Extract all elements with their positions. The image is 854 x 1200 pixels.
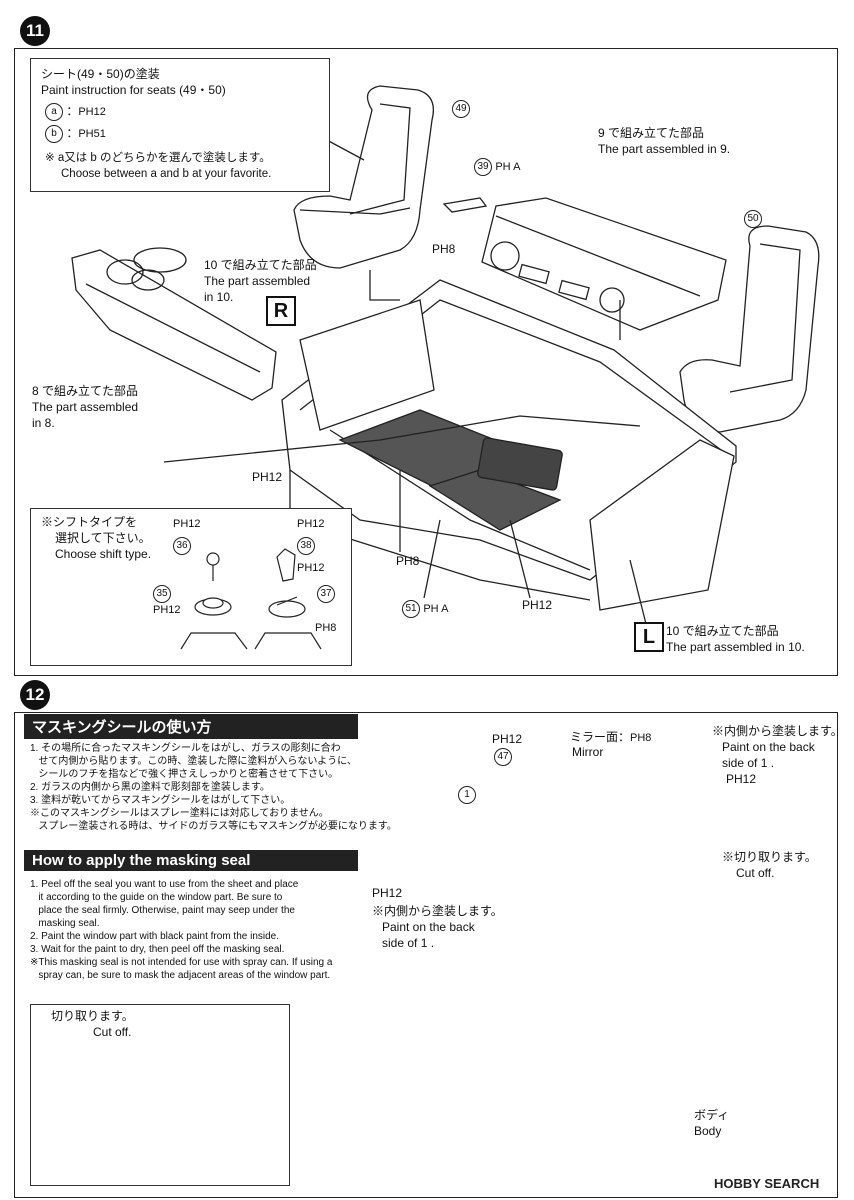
shift-ph12-a: PH12 [173,518,201,530]
part-50-label: 50 [744,210,762,228]
r-side-badge: R [266,296,296,326]
part-51-label: 51 PH A [402,600,448,618]
part-35-label: 35 [153,585,171,603]
ph8-top-label: PH8 [432,242,456,256]
inside2-paint-en-1: Paint on the back [382,920,475,934]
masking-en-section: How to apply the masking seal 1. Peel of… [24,850,358,990]
masking-jp-section: マスキングシールの使い方 1. その場所に合ったマスキングシールをはがし、ガラス… [24,714,397,846]
l-side-badge: L [634,622,664,652]
shift-ph12-b: PH12 [153,604,181,616]
seat-paint-title-jp: シート(49・50)の塗装 [41,67,160,81]
ph12-right-label: PH12 [522,598,553,612]
option-a-badge: a [45,103,63,121]
inside2-paint-en-2: side of 1 . [382,936,435,950]
assembled-9-en: The part assembled in 9. [598,142,731,156]
shift-type-box: ※シフトタイプを 選択して下さい。 Choose shift type. PH1… [30,508,352,666]
cutoff2-jp: ※切り取ります。 [722,850,817,864]
shift-ph12-d: PH12 [297,562,325,574]
watermark-text: HOBBY SEARCH [714,1176,820,1191]
part-47-label: 47 [494,748,512,766]
option-a-paint: PH12 [78,106,106,119]
option-b-paint: PH51 [78,128,106,141]
body-label-en: Body [694,1124,722,1138]
cutoff-jp: 切り取ります。 [51,1009,134,1023]
option-b-row: b ：PH51 [45,125,106,143]
option-a-row: a ：PH12 [45,103,106,121]
assembled-8-en-1: The part assembled [32,400,139,414]
shift-ph8: PH8 [315,622,337,634]
masking-en-title: How to apply the masking seal [24,850,358,871]
seat-paint-title-en: Paint instruction for seats (49・50) [41,83,226,97]
door-l-drawing [589,439,735,611]
cutoff-inset-box: 切り取ります。 Cut off. [30,1004,290,1186]
assembled-10-en-2: in 10. [204,290,234,304]
shift-title-jp-2: 選択して下さい。 [55,531,151,545]
cutoff-en: Cut off. [93,1025,132,1039]
assembled-8-jp: 8 で組み立てた部品 [32,384,139,398]
part-39-drawing [442,197,488,213]
ph12-left-label: PH12 [372,886,403,900]
part-1-label: 1 [458,786,476,804]
part-36-label: 36 [173,537,191,555]
door-r-drawing [299,299,435,431]
shift-knob-drawings [180,548,322,650]
seat-note-jp: ※ a又は b のどちらかを選んで塗装します。 [45,152,271,164]
assembled-10-jp: 10 で組み立てた部品 [204,258,317,272]
part-39-label: 39 PH A [474,158,520,176]
inside-paint-en-1: Paint on the back [722,740,815,754]
assembled-10-en-1: The part assembled [204,274,311,288]
step-12-number: 12 [20,680,50,710]
inside2-paint-jp: ※内側から塗装します。 [372,904,503,918]
dashboard-drawing [71,247,277,401]
assembled-9-jp: 9 で組み立てた部品 [598,126,705,140]
seat-50-drawing [679,225,820,433]
shift-title-en: Choose shift type. [55,547,152,561]
masking-jp-list: 1. その場所に合ったマスキングシールをはがし、ガラスの彫刻に合わ せて内側から… [30,743,397,832]
inside-paint-jp: ※内側から塗装します。 [712,724,843,738]
ph12-window-label: PH12 [726,772,757,786]
mirror-label-en: Mirror [572,745,604,759]
console-assembly-drawing [481,197,727,331]
assembled-l-en: The part assembled in 10. [666,640,805,654]
seat-paint-box: シート(49・50)の塗装 Paint instruction for seat… [30,58,330,192]
assembled-l-jp: 10 で組み立てた部品 [666,624,779,638]
cutoff2-en: Cut off. [736,866,775,880]
shift-ph12-c: PH12 [297,518,325,530]
ph12-top-label: PH12 [492,732,523,746]
part-49-label: 49 [452,100,470,118]
masking-en-list: 1. Peel off the seal you want to use fro… [30,879,333,981]
part-38-label: 38 [297,537,315,555]
option-b-badge: b [45,125,63,143]
shift-title-jp-1: ※シフトタイプを [41,515,138,529]
masking-jp-title: マスキングシールの使い方 [24,714,358,739]
step-11-number: 11 [20,16,50,46]
mirror-label-jp: ミラー面：PH8 [570,730,652,744]
ph8-mid-label: PH8 [396,554,420,568]
body-label-jp: ボディ [694,1108,730,1122]
ph12-floor-label: PH12 [252,470,283,484]
seat-note-en: Choose between a and b at your favorite. [61,168,272,180]
inside-paint-en-2: side of 1 . [722,756,775,770]
assembled-8-en-2: in 8. [32,416,55,430]
seat-49-drawing [293,85,435,269]
part-37-label: 37 [317,585,335,603]
